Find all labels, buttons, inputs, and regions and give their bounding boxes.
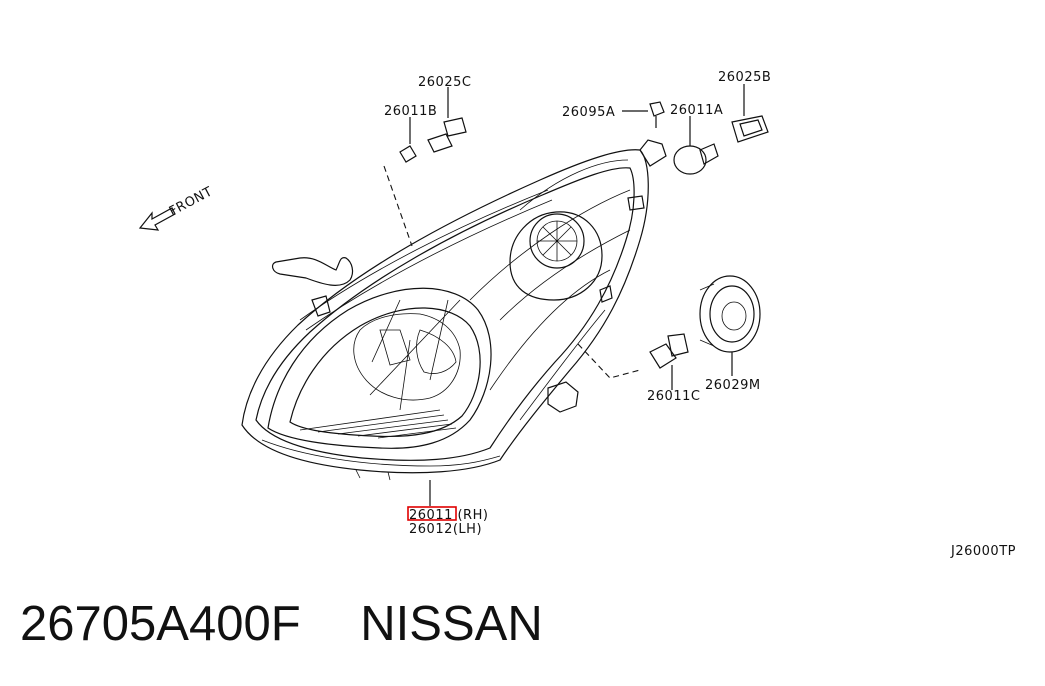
part-26011a-bulb: 26011A — [670, 103, 723, 175]
footer: 26705A400F NISSAN — [20, 596, 543, 660]
part-26025b-socket: 26025B — [718, 70, 771, 143]
part-label-26011c: 26011C — [647, 389, 700, 404]
part-26011b-bulb: 26011B — [383, 104, 437, 247]
part-label-26025c: 26025C — [418, 75, 471, 90]
part-label-26011b: 26011B — [384, 104, 437, 119]
brand-name: NISSAN — [360, 597, 543, 651]
front-direction-arrow: FRONT — [138, 184, 215, 231]
main-part-lh: 26012(LH) — [409, 522, 482, 537]
part-label-26025b: 26025B — [718, 70, 771, 85]
part-26029m-cap: 26029M — [699, 275, 761, 393]
part-label-26029m: 26029M — [705, 378, 761, 393]
headlamp-housing — [241, 139, 667, 481]
part-label-26095a: 26095A — [562, 105, 615, 120]
part-26011c-bulb: 26011C — [577, 333, 700, 404]
part-26095a-screw: 26095A — [562, 101, 665, 128]
part-label-26011a: 26011A — [670, 103, 723, 118]
main-part-callout: 26011 (RH) 26012(LH) — [407, 480, 488, 537]
figure-code: J26000TP — [950, 544, 1016, 559]
part-number: 26705A400F — [20, 597, 301, 651]
highlight-box — [407, 506, 457, 521]
part-26025c-socket: 26025C — [418, 75, 471, 153]
front-label: FRONT — [167, 184, 215, 219]
